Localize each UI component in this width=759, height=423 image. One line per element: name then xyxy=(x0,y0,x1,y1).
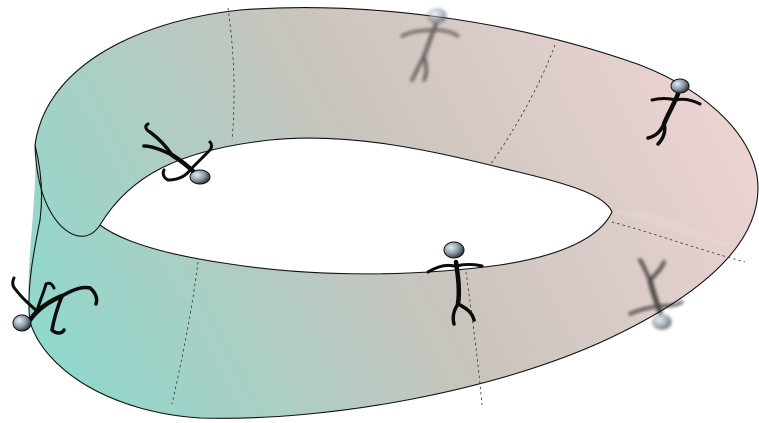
stick-figure-inner-left-head-icon xyxy=(190,170,210,184)
stick-figure-right-underside-head-icon xyxy=(653,315,671,329)
stick-figure-top-right-head-icon xyxy=(671,79,689,93)
stick-figure-front-center-head-icon xyxy=(444,242,464,258)
stick-figure-left-edge-head-icon xyxy=(13,315,31,331)
stick-figure-top-back-head-icon xyxy=(428,9,446,23)
